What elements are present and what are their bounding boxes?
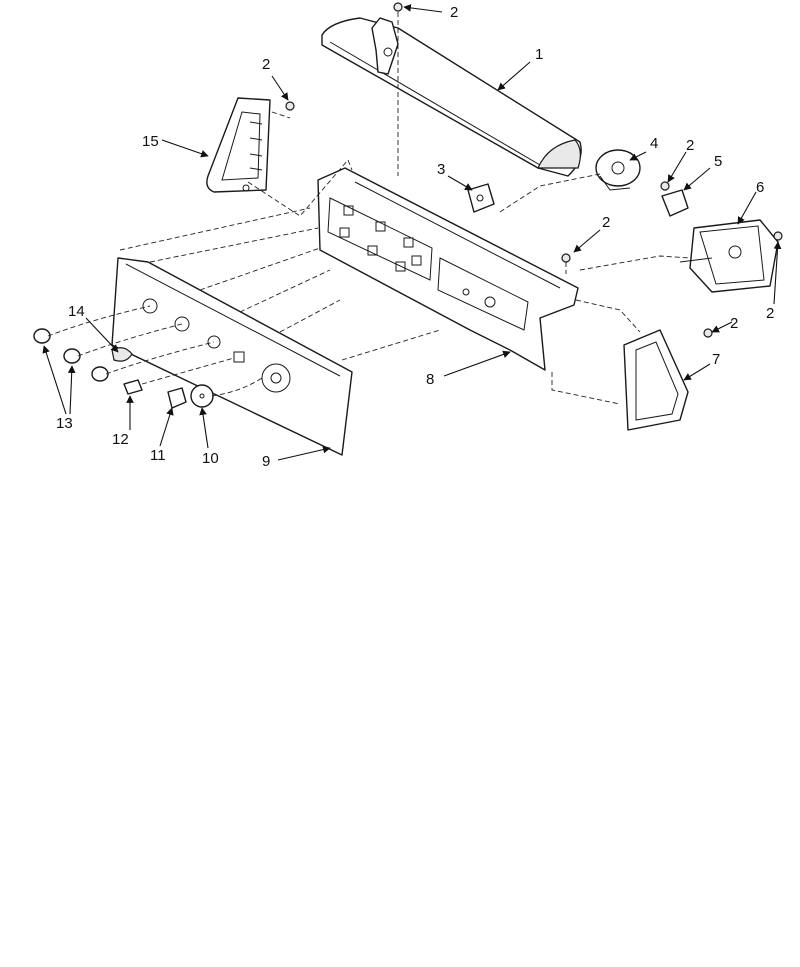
- callout-10: 10: [202, 450, 219, 467]
- part-screws: [285, 2, 783, 338]
- callout-3: 3: [437, 161, 445, 178]
- callout-2-middle: 2: [602, 214, 610, 231]
- callout-8: 8: [426, 371, 434, 388]
- part-top-cover: [321, 17, 582, 177]
- callout-6: 6: [756, 179, 764, 196]
- callout-2-top: 2: [450, 4, 458, 21]
- callout-12: 12: [112, 431, 129, 448]
- part-switch-5: [661, 189, 689, 217]
- part-switch-4: [595, 149, 641, 191]
- callout-leaders: [42, 4, 782, 461]
- callout-labels: 2 1 2 15 3 4 2 5 6 2 2 2 7 8 14 13 12 11…: [56, 4, 774, 470]
- part-left-end-cap: [206, 97, 271, 193]
- part-console-backplate: [317, 167, 579, 371]
- callout-2-upper-right: 2: [686, 137, 694, 154]
- part-knob-skirt-10: [190, 384, 214, 408]
- part-right-end-cap: [623, 329, 689, 431]
- assembly-dashed-lines: [47, 12, 691, 405]
- part-front-console-panel: [111, 257, 353, 456]
- callout-15: 15: [142, 133, 159, 150]
- callout-2-far-right: 2: [766, 305, 774, 322]
- part-timer: [679, 219, 779, 293]
- callout-1: 1: [535, 46, 543, 63]
- callout-2-left: 2: [262, 56, 270, 73]
- part-switch-3: [467, 183, 495, 213]
- callout-14: 14: [68, 303, 85, 320]
- callout-13: 13: [56, 415, 73, 432]
- part-button-12: [123, 379, 143, 395]
- callout-4: 4: [650, 135, 658, 152]
- callout-11: 11: [150, 447, 166, 464]
- callout-5: 5: [714, 153, 722, 170]
- part-knob-13: [33, 328, 109, 382]
- callout-9: 9: [262, 453, 270, 470]
- part-knob-11: [167, 387, 187, 409]
- callout-2-lower-right: 2: [730, 315, 738, 332]
- callout-7: 7: [712, 351, 720, 368]
